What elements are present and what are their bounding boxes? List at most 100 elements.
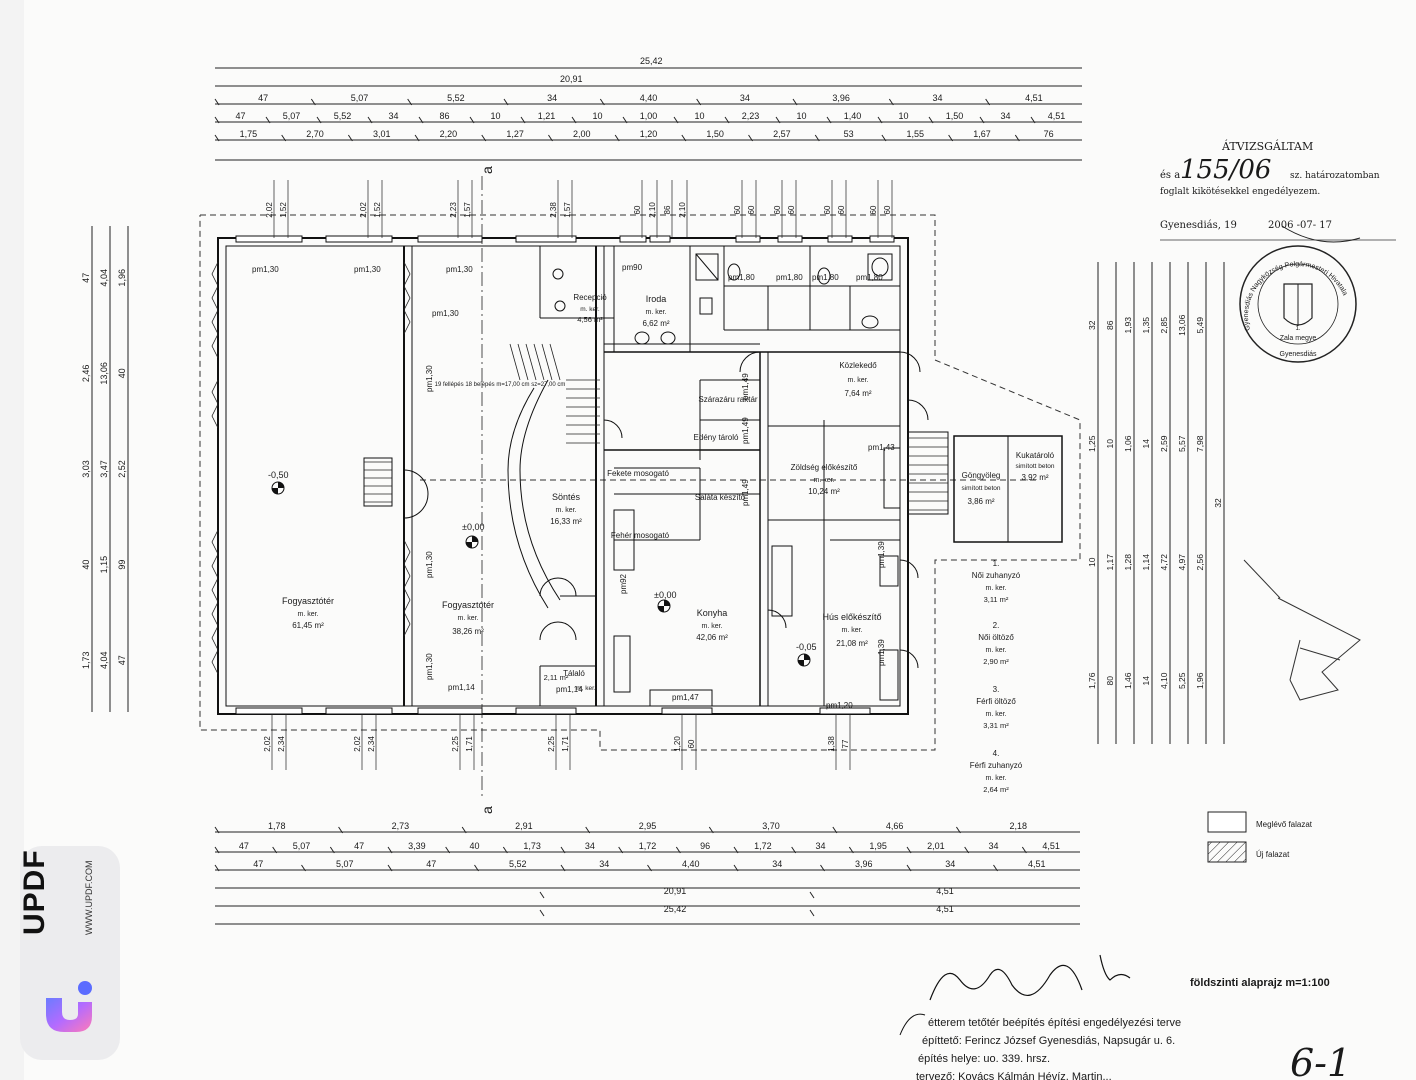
dim-label: 32 [1213,498,1223,508]
room-area: 2,64 m² [983,785,1009,794]
dim-tick [316,116,322,124]
window-dim-label: 60 [733,205,742,214]
stamp-line1-pre: és a [1160,170,1180,181]
dim-label: 5,52 [509,859,527,869]
window [649,235,671,243]
dim-label: 14 [1141,439,1151,449]
room-name: Fekete mosogató [607,469,669,478]
section-mark-top: a [479,166,495,174]
dim-tick [964,846,970,854]
dim-label: 2,57 [773,129,791,139]
dim-label: 40 [469,841,479,851]
dim-tick [733,846,739,854]
room-number: 4. [993,749,1000,758]
dim-tick [338,826,343,834]
dim-tick [696,98,702,106]
dim-label: 4,04 [99,651,109,669]
updf-logo-icon [46,981,92,1032]
dim-tick [906,846,912,854]
sill-height-label: pm1,30 [425,365,434,392]
dim-label: 10 [796,111,806,121]
window [819,707,871,715]
room-name: Iroda [646,294,667,304]
dim-label: 34 [772,859,782,869]
dim-label: 32 [1087,320,1097,330]
dim-label: 2,91 [515,821,533,831]
window-dim-label: 2,38 [549,202,558,218]
sill-height-label: pm1,30 [446,265,473,274]
dim-label: 10 [490,111,500,121]
dim-label: 47 [426,859,436,869]
sill-height-label: pm90 [622,263,643,272]
dim-label: 10 [1087,557,1097,567]
sill-height-label: pm1,39 [877,639,886,666]
dim-tick [724,116,730,124]
dim-label: 1,76 [1087,672,1097,689]
window-dim-label: 60 [773,205,782,214]
sill-height-label: pm92 [619,573,628,594]
window-dim-label: 2,02 [359,202,368,218]
window-dim-label: 60 [883,205,892,214]
sill-height-label: pm1,80 [728,273,755,282]
dim-label: 1,93 [1123,317,1133,334]
stamp-line1-post: sz. határozatomban [1290,170,1380,181]
sill-height-label: pm1,49 [741,417,750,444]
section-line: a a [479,166,495,814]
room-floor: m. ker. [841,627,862,634]
dim-label: 2,95 [639,821,657,831]
room-name: Női öltöző [978,633,1014,642]
dim-label: 1,75 [240,129,258,139]
dim-label: 53 [844,129,854,139]
room-floor: m. ker. [457,615,478,622]
window [619,235,647,243]
dim-label: 2,23 [742,111,760,121]
dim-label: 3,47 [99,460,109,478]
dim-tick [214,864,220,872]
room-area: 42,06 m² [696,633,728,642]
dim-tick [520,116,526,124]
window-dim-label: 1,57 [463,202,472,218]
dim-tick [993,864,998,872]
room-name: Hús előkészítő [822,612,881,622]
window [827,235,853,243]
window-dim-label: 1,57 [563,202,572,218]
window-dim-label: 60 [837,205,846,214]
drawing-scale: földszinti alaprajz m=1:100 [1190,977,1330,989]
level-labels: -0,50 ±0,00 ±0,00 -0,05 [268,470,817,652]
sill-height-label: pm1,30 [252,265,279,274]
window-dim-label: 77 [841,739,850,748]
dim-label: 20,91 [560,74,583,84]
sill-height-label: pm1,49 [741,373,750,400]
stamp-title: ÁTVIZSGÁLTAM [1221,139,1313,153]
dim-label: 4,51 [936,904,954,914]
window-dim-label: 1,38 [827,736,836,752]
sill-height-label: pm1,80 [812,273,839,282]
dim-tick [1021,846,1027,854]
dim-label: 47 [258,93,268,103]
room-name: Recepció [573,293,607,302]
updf-url: WWW.UPDF.COM [84,860,94,936]
dim-label: 5,07 [283,111,301,121]
room-name: Szárazáru raktár [698,395,757,404]
dim-label: 4,51 [1048,111,1066,121]
sill-height-label: pm1,49 [741,479,750,506]
dim-label: 1,78 [268,821,286,831]
window-dim-label: 2,10 [648,202,657,218]
room-floor: simított beton [961,485,1000,492]
window-dim-label: 60 [823,205,832,214]
dim-tick [599,98,605,106]
dim-tick [1030,116,1036,124]
dim-label: 86 [439,111,449,121]
dim-tick [733,864,739,872]
dim-label: 1,27 [506,129,524,139]
dim-label: 20,91 [664,886,687,896]
sill-height-label: pm1,20 [826,701,853,710]
dim-label: 25,42 [664,904,687,914]
dim-tick [809,891,815,899]
dim-label: 2,18 [1009,821,1027,831]
dim-label: 34 [740,93,750,103]
legend-label: Új falazat [1256,850,1290,859]
dim-label: 40 [81,560,91,570]
